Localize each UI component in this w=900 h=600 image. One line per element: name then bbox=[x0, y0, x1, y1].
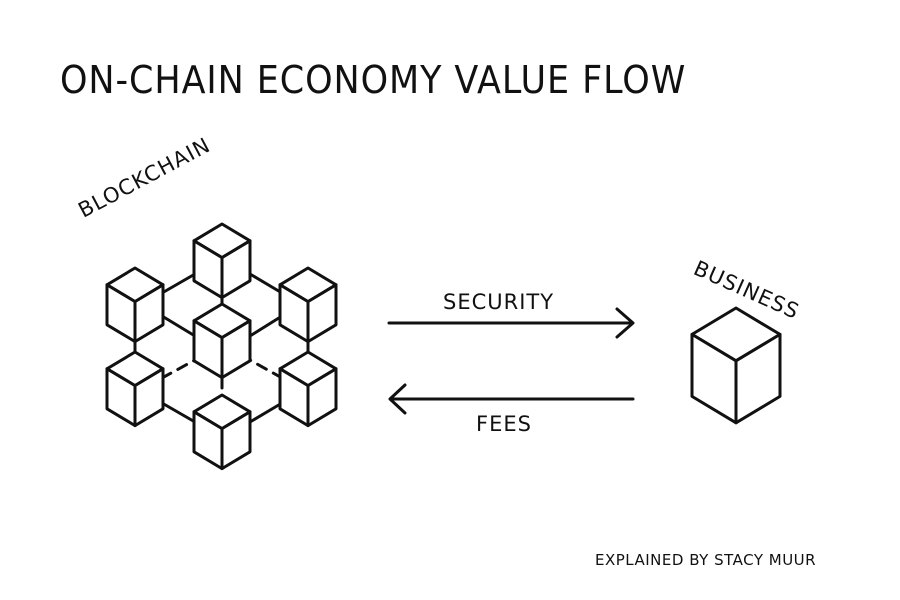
fees-arrow bbox=[388, 383, 635, 415]
block-cube bbox=[278, 350, 338, 428]
fees-flow-label: FEES bbox=[476, 412, 532, 436]
block-cube bbox=[105, 266, 165, 344]
cube-icon bbox=[690, 306, 782, 425]
author-credit: EXPLAINED BY STACY MUUR bbox=[595, 551, 817, 569]
diagram-title: ON-CHAIN ECONOMY VALUE FLOW bbox=[60, 58, 687, 102]
security-arrow bbox=[387, 307, 635, 339]
block-cube bbox=[278, 266, 338, 344]
blockchain-network-icon bbox=[105, 222, 338, 471]
network-cubes bbox=[105, 222, 338, 471]
block-cube bbox=[192, 302, 252, 380]
network-links bbox=[133, 260, 310, 424]
security-flow-label: SECURITY bbox=[443, 290, 555, 314]
block-cube bbox=[192, 222, 252, 300]
business-cube-shape bbox=[690, 306, 782, 425]
block-cube bbox=[105, 350, 165, 428]
block-cube bbox=[192, 393, 252, 471]
